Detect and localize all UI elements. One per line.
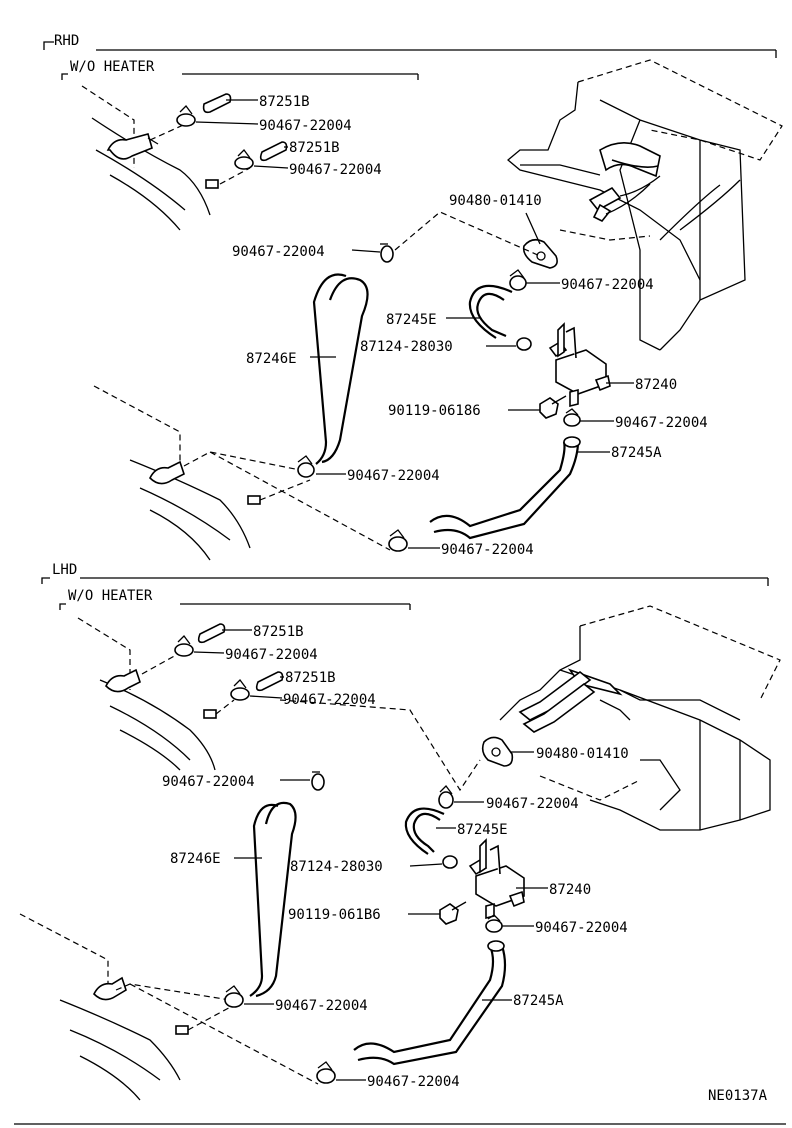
label-87240: 87240	[549, 882, 591, 898]
label-90467-22004: 90467-22004	[275, 998, 368, 1014]
label-87245a: 87245A	[611, 445, 662, 461]
clamp-14	[316, 1061, 336, 1084]
label-90467-22004: 90467-22004	[615, 415, 708, 431]
label-87245e: 87245E	[457, 822, 508, 838]
bolt-90119-06186	[539, 395, 567, 419]
label-87240: 87240	[635, 377, 677, 393]
hose-87245a	[429, 436, 581, 540]
clamp-13	[224, 985, 244, 1008]
rhd-bracket-left	[43, 41, 54, 50]
rhd-section: RHD W/O HEATER	[43, 33, 783, 561]
rhd-title: RHD	[54, 33, 79, 49]
engine-block-bottom-lhd	[19, 913, 189, 1101]
label-90467-22004: 90467-22004	[289, 162, 382, 178]
lhd-title: LHD	[52, 562, 77, 578]
clamp-6	[297, 455, 315, 478]
label-90467-22004: 90467-22004	[162, 774, 255, 790]
label-90467-22004: 90467-22004	[486, 796, 579, 812]
clamp-3	[380, 243, 394, 263]
bolt-90119-061b6	[439, 901, 467, 925]
label-90467-22004: 90467-22004	[367, 1074, 460, 1090]
label-87246e: 87246E	[246, 351, 297, 367]
label-90467-22004: 90467-22004	[441, 542, 534, 558]
label-87246e: 87246E	[170, 851, 221, 867]
clamp-1	[176, 105, 196, 127]
label-90467-22004: 90467-22004	[561, 277, 654, 293]
hose-87245e-lhd	[404, 807, 445, 855]
label-90467-22004: 90467-22004	[259, 118, 352, 134]
clamp-9	[230, 679, 250, 701]
hose-87251b-2	[259, 141, 288, 162]
figure-code: NE0137A	[708, 1088, 768, 1104]
clamp-10	[311, 771, 325, 791]
label-90480-01410: 90480-01410	[449, 193, 542, 209]
label-87251b: 87251B	[253, 624, 304, 640]
heater-unit-lhd	[499, 605, 781, 831]
label-90480-01410: 90480-01410	[536, 746, 629, 762]
heater-unit-rhd	[506, 59, 783, 351]
hose-87251b-1	[202, 93, 232, 114]
water-valve-87240	[548, 322, 611, 408]
label-87251b: 87251B	[289, 140, 340, 156]
hose-87245a-lhd	[353, 940, 507, 1066]
label-90467-22004: 90467-22004	[283, 692, 376, 708]
label-90467-22004: 90467-22004	[347, 468, 440, 484]
label-87124-28030: 87124-28030	[290, 859, 383, 875]
label-90467-22004: 90467-22004	[225, 647, 318, 663]
hose-87251b-4	[255, 671, 284, 692]
clamp-7	[388, 529, 408, 552]
hose-87245e	[468, 284, 513, 339]
clamp-5	[563, 408, 581, 427]
label-90467-22004: 90467-22004	[535, 920, 628, 936]
oring-87124-28030-lhd	[442, 855, 458, 869]
label-90119-061b6: 90119-061B6	[288, 907, 381, 923]
water-valve-87240-lhd	[468, 838, 525, 920]
engine-block-bottom	[93, 385, 261, 561]
label-87124-28030: 87124-28030	[360, 339, 453, 355]
label-87245a: 87245A	[513, 993, 564, 1009]
engine-block-top-lhd	[77, 617, 217, 771]
engine-block-top	[81, 85, 211, 231]
lhd-section: LHD W/O HEATER	[19, 562, 781, 1101]
gasket-90480-01410-lhd	[481, 736, 514, 767]
label-90119-06186: 90119-06186	[388, 403, 481, 419]
label-87245e: 87245E	[386, 312, 437, 328]
rhd-subtitle: W/O HEATER	[70, 59, 155, 75]
clamp-2	[234, 149, 254, 170]
label-90467-22004: 90467-22004	[232, 244, 325, 260]
clamp-11	[438, 785, 454, 809]
oring-87124-28030	[516, 337, 532, 351]
hose-87246e	[312, 273, 369, 465]
lhd-subtitle: W/O HEATER	[68, 588, 153, 604]
block-fitting	[205, 179, 219, 189]
clamp-8	[174, 635, 194, 657]
gasket-90480-01410	[522, 238, 558, 269]
label-87251b: 87251B	[259, 94, 310, 110]
hose-87251b-3	[197, 623, 226, 644]
label-87251b: 87251B	[285, 670, 336, 686]
hose-87246e-lhd	[249, 801, 297, 998]
clamp-4	[509, 269, 527, 291]
